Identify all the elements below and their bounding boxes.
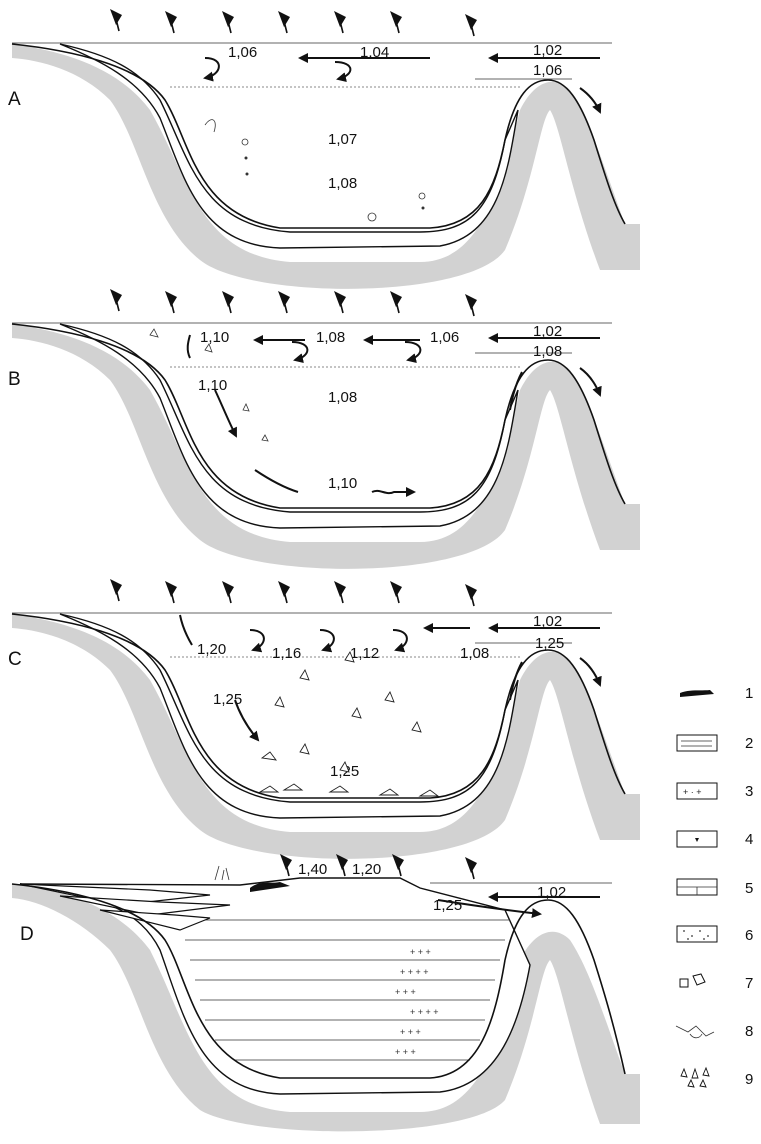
panel-a-label: 1,04 — [360, 44, 389, 61]
panel-d-label: 1,25 — [433, 897, 462, 914]
svg-text:+ + + +: + + + + — [400, 967, 429, 977]
svg-text:+ + + +: + + + + — [410, 1007, 439, 1017]
panel-a-label: 1,07 — [328, 131, 357, 148]
svg-text:+ + +: + + + — [395, 1047, 416, 1057]
panel-c-letter: C — [8, 649, 22, 670]
panel-a: A 1,06 1,04 1,02 1,06 1,07 1,08 — [8, 9, 640, 289]
legend-symbol-9 — [681, 1068, 709, 1087]
legend-symbol-2 — [677, 735, 717, 751]
legend: 1 2 + · + 3 4 5 6 7 8 9 — [676, 685, 753, 1088]
panel-c-label: 1,16 — [272, 645, 301, 662]
panel-b-label: 1,10 — [328, 475, 357, 492]
panel-d-label: 1,02 — [537, 884, 566, 901]
panel-c-label: 1,25 — [535, 635, 564, 652]
panel-c-label: 1,25 — [213, 691, 242, 708]
panel-a-label: 1,06 — [533, 62, 562, 79]
panel-d-label: 1,40 — [298, 861, 327, 878]
svg-text:+ + +: + + + — [395, 987, 416, 997]
legend-number: 9 — [745, 1071, 753, 1088]
svg-text:+ · +: + · + — [683, 787, 702, 797]
panel-c: C 1,20 1,16 1,12 1,08 1,02 1,25 1,25 1,2… — [8, 579, 640, 859]
panel-c-label: 1,20 — [197, 641, 226, 658]
legend-symbol-6 — [677, 926, 717, 942]
legend-number: 2 — [745, 735, 753, 752]
panel-c-label: 1,02 — [533, 613, 562, 630]
legend-symbol-7 — [680, 974, 705, 987]
legend-symbol-8 — [676, 1026, 714, 1038]
legend-number: 5 — [745, 880, 753, 897]
legend-number: 7 — [745, 975, 753, 992]
legend-number: 4 — [745, 831, 753, 848]
panel-a-label: 1,02 — [533, 42, 562, 59]
panel-c-label: 1,08 — [460, 645, 489, 662]
panel-a-label: 1,06 — [228, 44, 257, 61]
panel-d: D 1,40 1,20 1,25 1,02 + + + + + + + + + +… — [12, 854, 640, 1131]
legend-symbol-1 — [680, 690, 714, 697]
legend-number: 8 — [745, 1023, 753, 1040]
panel-b: B 1,10 1,08 1,06 1,02 1,08 1,10 1,08 1,1… — [8, 289, 640, 569]
legend-number: 1 — [745, 685, 753, 702]
legend-number: 3 — [745, 783, 753, 800]
panel-a-letter: A — [8, 89, 21, 110]
panel-b-label: 1,08 — [316, 329, 345, 346]
panel-d-label: 1,20 — [352, 861, 381, 878]
panel-b-label: 1,08 — [328, 389, 357, 406]
panel-b-label: 1,02 — [533, 323, 562, 340]
panel-b-letter: B — [8, 369, 21, 390]
panel-d-letter: D — [20, 924, 34, 945]
legend-number: 6 — [745, 927, 753, 944]
panel-c-label: 1,12 — [350, 645, 379, 662]
svg-text:+ + +: + + + — [400, 1027, 421, 1037]
svg-text:+ + +: + + + — [410, 947, 431, 957]
panel-b-label: 1,06 — [430, 329, 459, 346]
panel-b-label: 1,10 — [200, 329, 229, 346]
panel-b-label: 1,10 — [198, 377, 227, 394]
panel-b-label: 1,08 — [533, 343, 562, 360]
panel-a-label: 1,08 — [328, 175, 357, 192]
